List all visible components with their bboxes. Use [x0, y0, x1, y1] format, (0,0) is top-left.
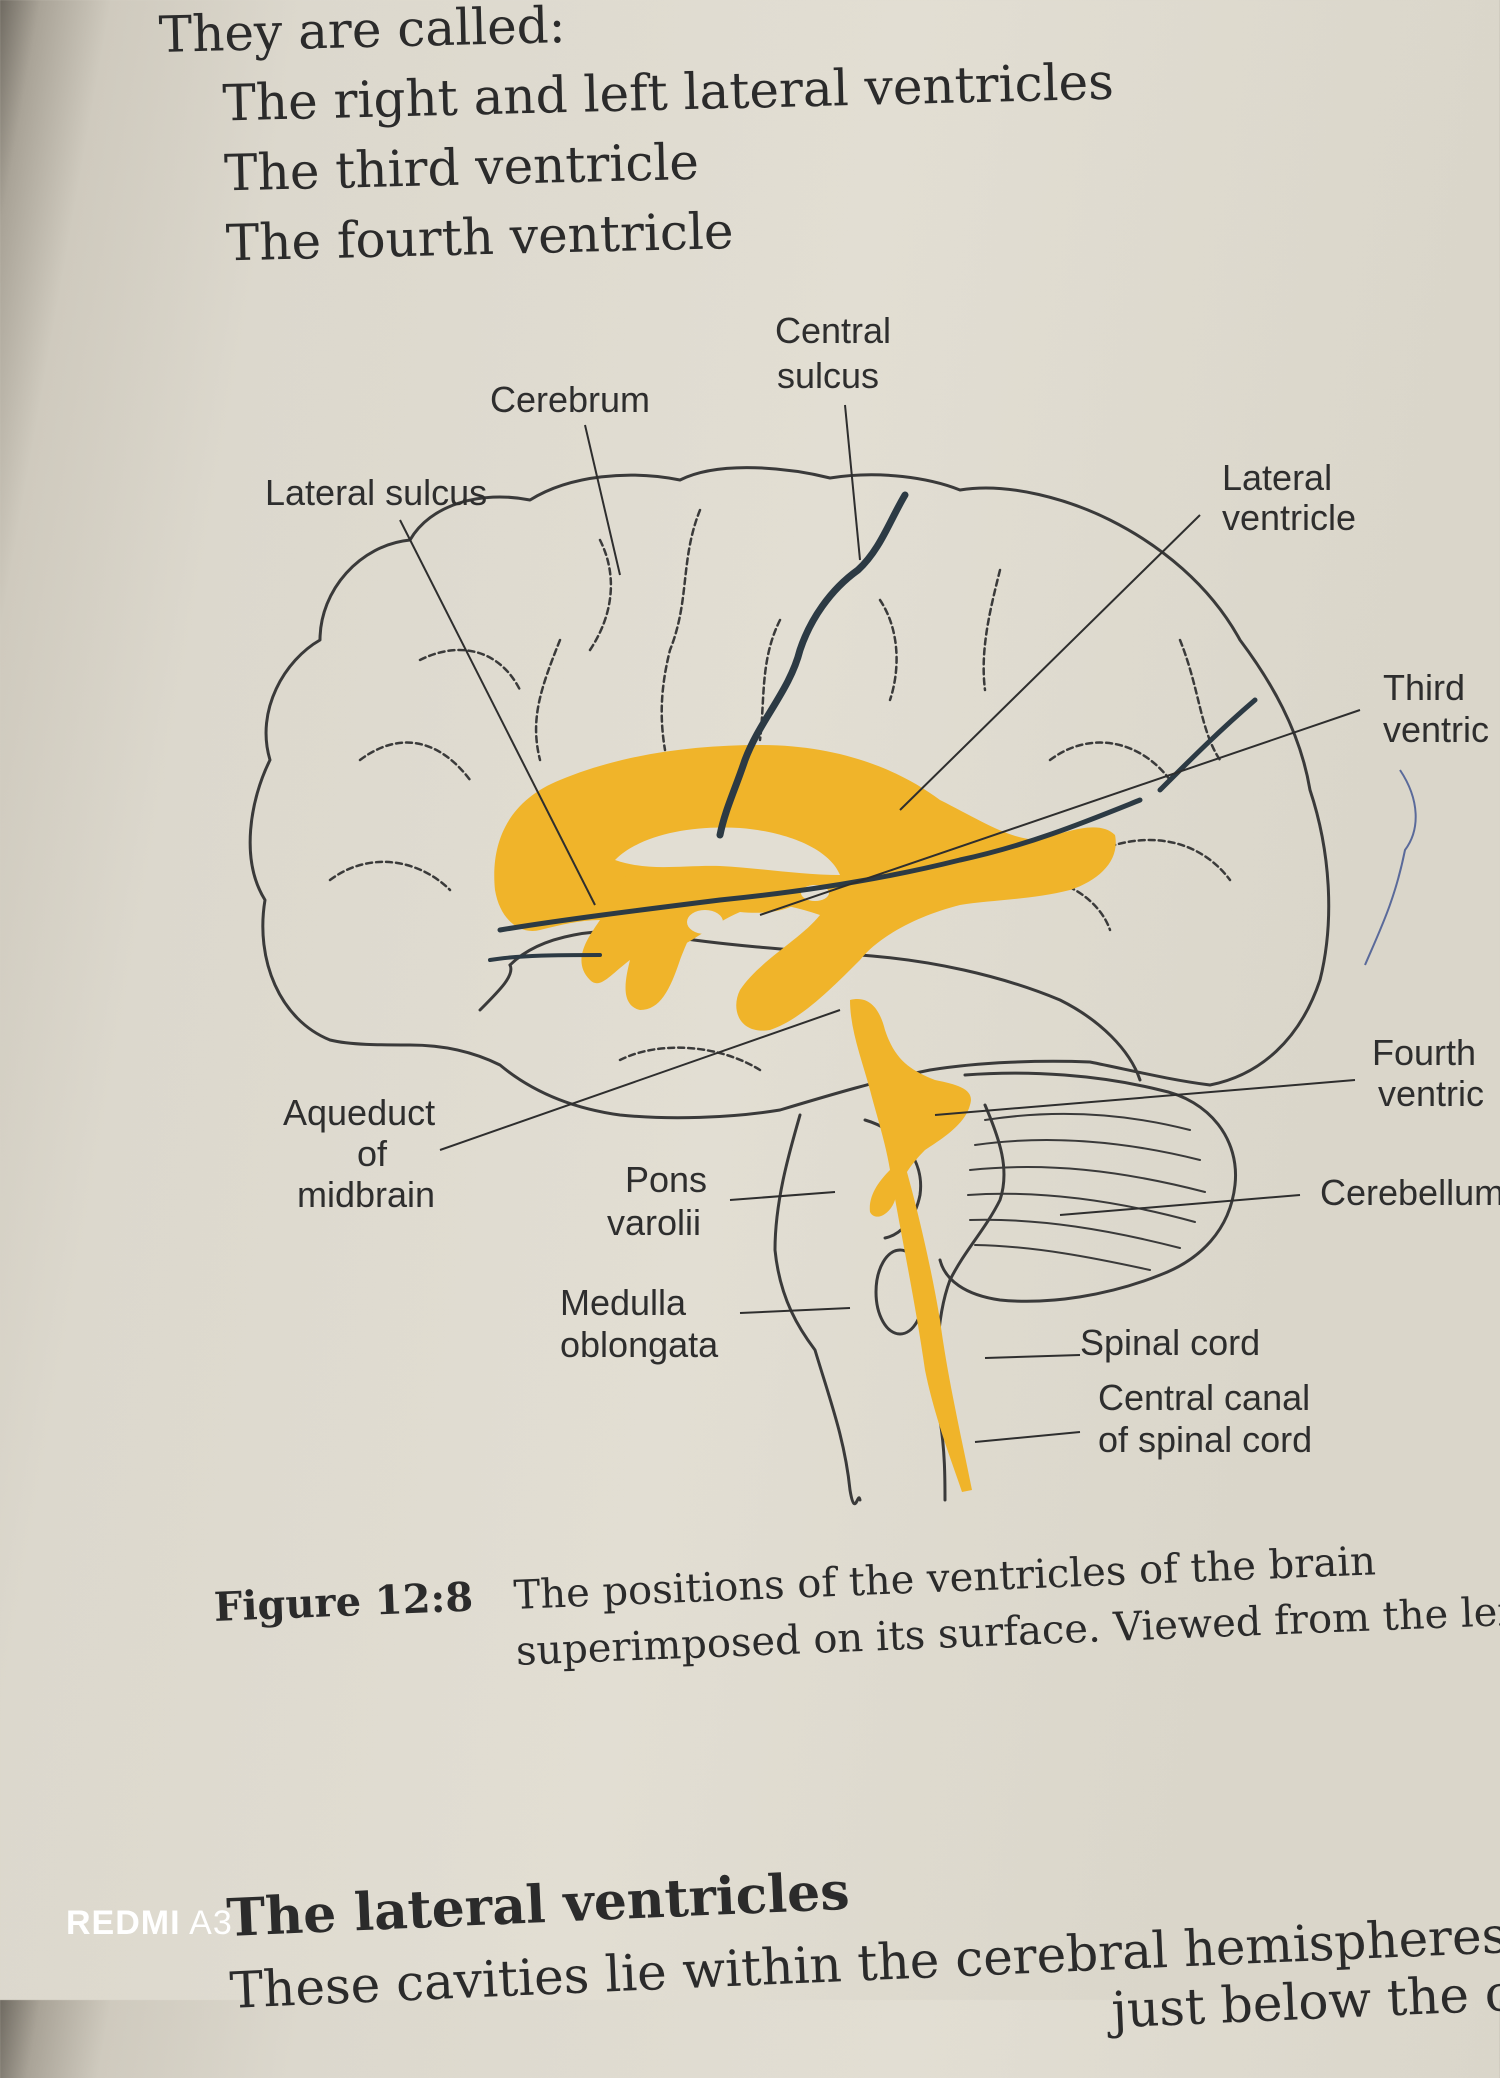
- leader-central-sulcus: [844, 404, 861, 561]
- label-third-ventricle-1: Third: [1383, 667, 1465, 708]
- cerebellum-outline: [938, 1071, 1238, 1303]
- label-lateral-ventricle-2: ventricle: [1222, 497, 1356, 538]
- label-spinal-cord: Spinal cord: [1080, 1322, 1260, 1363]
- pencil-bracket-mark: [1364, 769, 1417, 966]
- leader-central-canal: [974, 1431, 1081, 1443]
- leader-lateral-sulcus: [399, 519, 596, 906]
- leader-cerebrum: [584, 424, 621, 576]
- watermark-model: A3: [189, 1904, 233, 1942]
- label-central-sulcus-1: Central: [775, 310, 891, 351]
- brainstem-outline: [773, 1113, 862, 1506]
- label-cerebrum: Cerebrum: [490, 379, 650, 420]
- label-cerebellum: Cerebellum: [1320, 1172, 1500, 1213]
- label-central-canal-2: of spinal cord: [1098, 1419, 1312, 1460]
- leader-medulla: [739, 1307, 851, 1314]
- label-fourth-ventricle-1: Fourth: [1372, 1032, 1476, 1073]
- third-ventricle-shape: [620, 858, 810, 950]
- central-canal-shape: [890, 1165, 972, 1492]
- central-sulcus-line: [716, 491, 909, 839]
- label-aqueduct-1: Aqueduct: [283, 1092, 435, 1133]
- label-medulla-1: Medulla: [560, 1282, 687, 1323]
- label-lateral-sulcus: Lateral sulcus: [265, 472, 487, 513]
- leader-third-ventricle: [759, 709, 1361, 916]
- camera-watermark: REDMI A3: [66, 1904, 233, 1943]
- label-central-sulcus-2: sulcus: [777, 355, 879, 396]
- label-pons-1: Pons: [625, 1159, 707, 1200]
- leader-fourth-ventricle: [934, 1079, 1356, 1116]
- lateral-sulcus-line: [497, 797, 1143, 933]
- label-fourth-ventricle-2: ventric: [1378, 1073, 1484, 1114]
- watermark-brand: REDMI: [66, 1904, 181, 1942]
- leader-pons: [729, 1191, 836, 1201]
- label-medulla-2: oblongata: [560, 1324, 719, 1365]
- label-pons-2: varolii: [607, 1202, 701, 1243]
- figure-number: Figure 12:8: [212, 1573, 474, 1631]
- label-aqueduct-3: midbrain: [297, 1174, 435, 1215]
- leader-aqueduct: [439, 1009, 841, 1151]
- label-lateral-ventricle-1: Lateral: [1222, 457, 1332, 498]
- brain-ventricles-diagram: Cerebrum Central sulcus Lateral sulcus L…: [248, 310, 1500, 1506]
- leader-spinal-cord: [984, 1354, 1081, 1359]
- label-aqueduct-2: of: [357, 1133, 388, 1174]
- leader-lateral-ventricle: [899, 514, 1201, 811]
- label-third-ventricle-2: ventric: [1383, 709, 1489, 750]
- cerebrum-outline: [248, 466, 1331, 1120]
- aqueduct-fourth-ventricle-shape: [850, 999, 971, 1217]
- leader-cerebellum: [1059, 1194, 1301, 1216]
- label-central-canal-1: Central canal: [1098, 1377, 1310, 1418]
